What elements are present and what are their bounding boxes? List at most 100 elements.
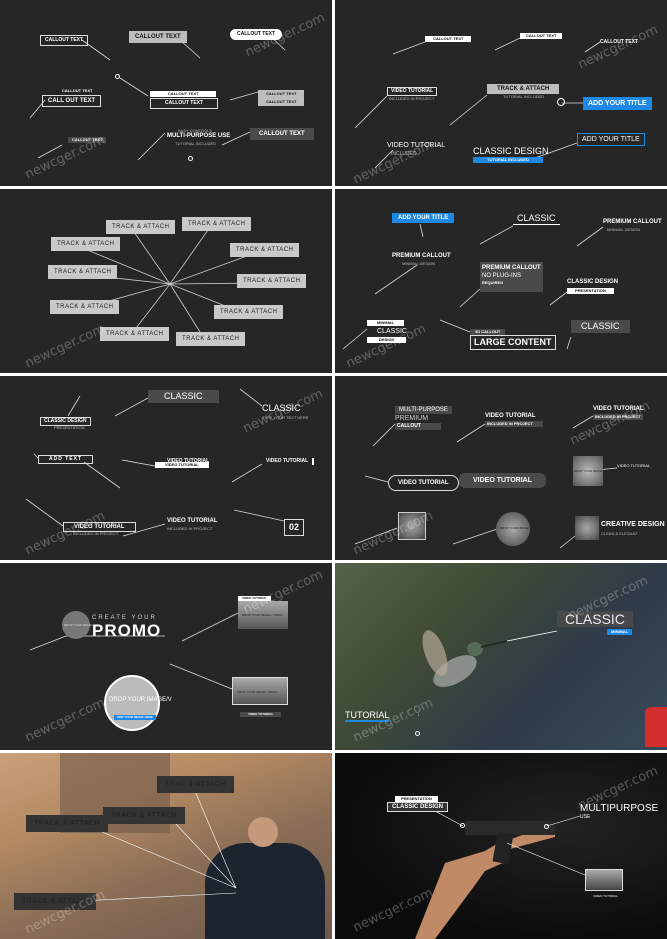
3d-callout-label: 3D CALLOUT [470,329,506,335]
video-tutorial-label: VIDEO TUTORIAL [617,463,651,468]
video-tutorial-label: VIDEO TUTORIAL [262,458,315,465]
callout-label: CALLOUT TEXT [250,128,314,140]
easy-controls-text: EASY CONTROLS [178,128,212,133]
tutorial-included-text: TUTORIAL INCLUDED [503,94,545,99]
watermark: newcger.com [575,22,661,73]
classic-sub-label: TUTORIAL INCLUDED [473,157,543,163]
panel-promo: DROP YOUR IMAGE CREATE YOUR PROMO VIDEO … [0,563,332,750]
callout-label: CALLOUT TEXT [150,91,217,97]
video-tutorial-label: VIDEO TUTORIAL [167,458,210,464]
multipurpose-label: MULTIPURPOSE [580,803,659,814]
minimal-label: MINIMAL [607,629,633,635]
presentation-text: PRESENTATION [54,425,85,430]
callout-label: CALLOUT TEXT [230,29,283,40]
video-tutorial-label: VIDEO TUTORIAL [155,462,209,468]
minimal-text: MINIMAL DESIGN [607,227,640,232]
video-tutorial-label: VIDEO TUTORIAL [593,406,644,412]
callout-label: CALLOUT TEXT [520,33,563,39]
promo-image-circle: DROP YOUR IMAGE [62,611,93,639]
large-content-label: LARGE CONTENT [470,335,556,350]
classic-label: CLASSIC [148,390,219,403]
premium-callout-label: PREMIUM CALLOUT [603,219,662,225]
drop-image-text: DROP YOUR IMAGE / VIDEO [237,690,278,694]
drop-image-text: DROP YOUR IMAGE [64,623,93,627]
track-attach-label: TRACK & ATTACH [106,220,176,234]
image-placeholder: DROP YOUR IMAGE / VIDEO [238,601,288,629]
premium-callout-label: PREMIUM CALLOUT [392,253,451,259]
tutorial-included-text: TUTORIAL INCLUDED [175,141,217,146]
promo-label: PROMO [92,621,162,640]
included-text: INCLUDED IN PROJECT [389,96,435,101]
track-attach-label: TRACK & ATTACH [26,815,108,832]
track-attach-label: TRACK & ATTACH [214,305,284,319]
panel-callout-text: CALLOUT TEXT CALLOUT TEXT CALLOUT TEXT C… [0,0,332,186]
classic-design-label: CLASSIC DESIGN [567,279,619,285]
video-tutorial-label: VIDEO TUTORIAL [167,518,218,524]
included-label: INCLUDED IN PROJECT [485,421,543,427]
callout-label: CALLOUT TEXT [150,98,219,109]
number-badge [557,98,565,106]
image-placeholder [398,512,426,540]
track-attach-label: TRAC & ATTACH [157,776,234,793]
panel-video-tutorial: CALLOUT TEXT CALLOUT TEXT CALLOUT TEXT V… [335,0,667,186]
callout-label: CALLOUT TEXT [600,39,639,45]
callout-label: CALLOUT TEXT [68,137,107,143]
minimal-label: MINIMAL [367,320,405,326]
feeder-shape [645,707,667,747]
track-attach-label: TRACK & ATTACH [182,217,252,231]
anchor-dot [188,156,193,161]
track-attach-label: TRACK & ATTACH [100,327,170,341]
included-label: INCLUDED IN PROJECT [593,414,643,420]
watermark: newcger.com [22,132,108,183]
classic-label: CLASSIC [513,213,560,225]
panel-gun-photo: PRESENTATION CLASSIC DESIGN MULTIPURPOSE… [335,753,667,939]
anchor-dot [115,74,120,79]
classic-design-label: CLASSIC DESIGN [40,417,91,426]
image-placeholder: DROP YOUR IMAGE / VIDEO [232,677,288,705]
premium-label: PREMIUM [395,415,429,422]
track-attach-label: TRACK & ATTACH [487,84,560,94]
image-placeholder: DROP YOUR IMAGE / VIDEO [573,456,614,486]
type-text: TYPE YOUR TEXT HERE [262,415,309,420]
watermark: newcger.com [240,386,326,437]
no-plugins-label: NO PLUG-INS [482,273,522,279]
panel-hummingbird-photo: CLASSIC MINIMAL TUTORIAL newcger.com new… [335,563,667,750]
video-tutorial-label: VIDEO TUTORIAL [240,712,282,717]
callout-label: CALLOUT TEXT [40,35,89,46]
track-attach-label: TRACK & ATTACH [51,237,121,251]
track-attach-label: TRACK & ATTACH [230,243,300,257]
track-attach-label: TRACK & ATTACH [176,332,246,346]
drop-image-text: DROP YOUR IMAGE [500,526,529,530]
add-title-label: ADD YOUR TITLE [577,133,645,146]
multipurpose-label: MULTI-PURPOSE [395,406,452,414]
required-label: REQUIRED [482,280,504,285]
included-text: INCLUDED [391,151,417,157]
video-tutorial-label: VIDEO TUTORIAL [387,142,446,149]
design-label: DESIGN [367,337,407,343]
clean-text: CLEAN & ELEGANT [601,531,638,536]
panel-track-attach: TRACK & ATTACH TRACK & ATTACH TRACK & AT… [0,189,332,373]
video-tutorial-label: VIDEO TUTORIAL [63,522,136,532]
classic-design-label: CLASSIC DESIGN [387,802,449,812]
image-placeholder-round: DROP YOUR IMAGE [496,512,530,546]
image-placeholder [585,869,623,891]
classic-design-label: CLASSIC DESIGN [473,146,549,156]
watermark: newcger.com [22,695,108,746]
video-tutorial-pill: VIDEO TUTORIAL [388,475,459,491]
video-tutorial-pill: VIDEO TUTORIAL [459,473,546,488]
watermark: newcger.com [22,321,108,372]
video-tutorial-label: VIDEO TUTORIAL [387,87,438,96]
classic-label: CLASSIC [377,328,407,335]
big-image-circle: DROP YOUR IMAGE/V ADD YOUR IMAGE HERE [104,675,172,731]
person-head-shape [248,817,278,847]
classic-label: CLASSIC [571,320,630,333]
callout-label: CALLOUT TEXT [258,90,305,98]
person-shape [205,843,325,939]
classic-label: CLASSIC [262,403,301,413]
track-attach-label: TRACK & ATTACH [103,807,185,824]
callout-label: CALLOUT TEXT [62,88,93,93]
video-tutorial-label: VIDEO TUTORIAL [485,413,536,419]
create-your-label: CREATE YOUR [92,615,157,621]
anchor-dot [460,823,465,828]
